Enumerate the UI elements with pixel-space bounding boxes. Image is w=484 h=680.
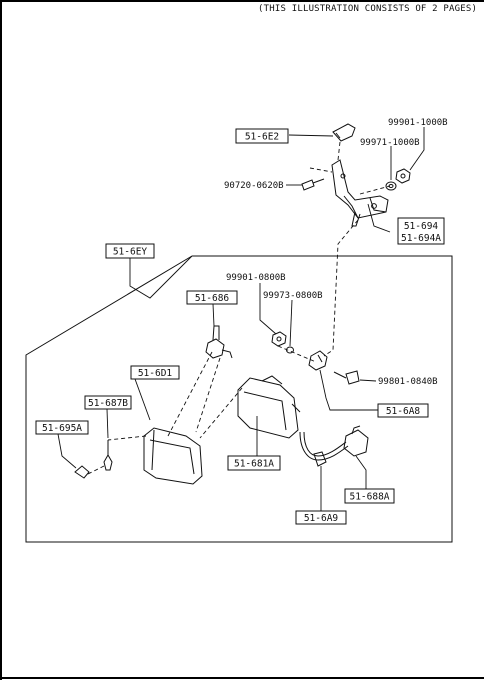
callout-boxes	[35, 128, 445, 525]
flange-nut-part	[395, 168, 411, 184]
callout-51-6e2: 51-6E2	[245, 132, 279, 143]
callout-51-694a: 51-694A	[401, 233, 441, 244]
callout-51-681a: 51-681A	[234, 459, 274, 470]
aiming-screw-part	[103, 440, 113, 471]
leader-lines	[57, 127, 425, 512]
fog-lamp-housing-part	[237, 375, 301, 439]
adjuster-bolt-part	[333, 370, 360, 385]
part-number-99971-1000b: 99971-1000B	[360, 138, 420, 148]
part-number-99901-0800b: 99901-0800B	[226, 273, 286, 283]
bulb-socket-part	[205, 325, 233, 359]
callout-51-686: 51-686	[195, 293, 230, 304]
spring-washer-part	[385, 181, 397, 191]
bottom-border-line	[0, 677, 484, 679]
part-number-99901-1000b: 99901-1000B	[388, 118, 448, 128]
callout-51-695a: 51-695A	[42, 423, 82, 434]
callout-51-6a8: 51-6A8	[386, 406, 421, 417]
harness-connector-part	[343, 425, 369, 457]
callout-51-6d1: 51-6D1	[138, 368, 173, 379]
retaining-clip-part	[74, 465, 90, 479]
adjuster-bracket-part	[308, 350, 328, 371]
callout-51-687b: 51-687B	[88, 398, 128, 409]
part-number-99801-0840b: 99801-0840B	[378, 377, 438, 387]
illustration-page-note: (THIS ILLUSTRATION CONSISTS OF 2 PAGES)	[258, 4, 478, 14]
part-number-99973-0800b: 99973-0800B	[263, 291, 323, 301]
fog-lamp-lens-part	[143, 427, 203, 485]
top-border-line	[0, 0, 484, 2]
wiring-harness-part	[299, 431, 349, 467]
callout-51-694: 51-694	[404, 221, 439, 232]
assembly-boundary	[25, 255, 453, 543]
callout-51-6a9: 51-6A9	[304, 513, 339, 524]
bracket-bolt-part	[301, 178, 325, 191]
left-border-line	[0, 0, 2, 680]
callout-51-6ey: 51-6EY	[113, 247, 148, 258]
callout-51-688a: 51-688A	[349, 492, 389, 503]
hex-nut-part	[271, 331, 287, 347]
part-number-90720-0620b: 90720-0620B	[224, 181, 284, 191]
assembly-dashed-lines	[87, 141, 391, 475]
mounting-bracket-part	[331, 123, 389, 227]
